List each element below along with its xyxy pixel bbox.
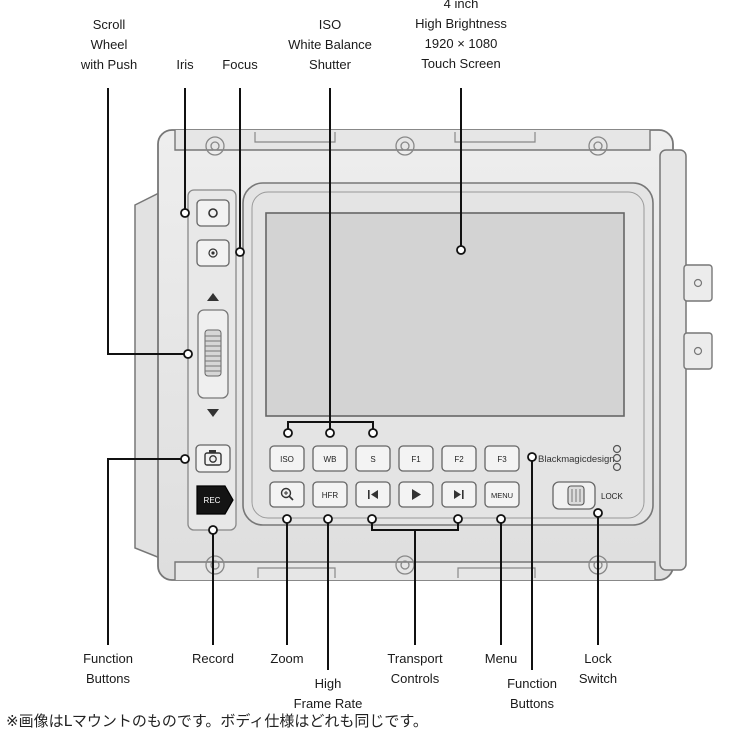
skip-back-icon xyxy=(368,490,378,499)
button-iso-label: ISO xyxy=(280,455,294,464)
label-record: Record xyxy=(192,651,234,666)
skip-forward-button[interactable] xyxy=(441,481,477,508)
button-f2-label: F2 xyxy=(454,455,464,464)
callout-dots xyxy=(180,208,603,535)
zoom-icon xyxy=(280,487,292,499)
label-iris: Iris xyxy=(176,57,194,72)
play-icon xyxy=(412,489,421,500)
brand-label: Blackmagicdesign xyxy=(538,454,615,465)
hfr-button[interactable]: HFR xyxy=(312,481,348,508)
record-button-label: REC xyxy=(204,496,221,505)
callout-lines xyxy=(107,88,599,670)
function-button-camera[interactable] xyxy=(195,444,231,473)
label-function-buttons-left: Function Buttons xyxy=(83,651,133,686)
scroll-up-icon xyxy=(207,293,219,301)
skip-back-button[interactable] xyxy=(355,481,391,508)
skip-forward-icon xyxy=(454,490,464,499)
label-focus: Focus xyxy=(222,57,258,72)
lock-label: LOCK xyxy=(601,492,623,501)
camera-icon xyxy=(204,450,222,466)
mount-top xyxy=(683,264,713,302)
button-f1[interactable]: F1 xyxy=(398,445,434,472)
button-wb[interactable]: WB xyxy=(312,445,348,472)
button-iso[interactable]: ISO xyxy=(269,445,305,472)
hfr-button-label: HFR xyxy=(322,491,339,500)
label-zoom: Zoom xyxy=(270,651,304,666)
label-high-frame-rate: High Frame Rate xyxy=(293,676,363,711)
screen-panel-inner xyxy=(251,191,645,519)
button-f1-label: F1 xyxy=(411,455,421,464)
button-f3[interactable]: F3 xyxy=(484,445,520,472)
menu-button[interactable]: MENU xyxy=(484,481,520,508)
button-wb-label: WB xyxy=(324,455,337,464)
button-f3-label: F3 xyxy=(497,455,507,464)
label-touch-screen: 4 inch High Brightness 1920 × 1080 Touch… xyxy=(415,0,507,71)
button-shutter-label: S xyxy=(370,455,375,464)
label-function-buttons-right: Function Buttons xyxy=(507,676,557,711)
top-screw-holes xyxy=(205,136,608,156)
mount-bottom xyxy=(683,332,713,370)
label-menu: Menu xyxy=(484,651,518,666)
label-scroll-wheel: Scroll Wheel with Push xyxy=(80,17,138,72)
play-button[interactable] xyxy=(398,481,434,508)
record-button[interactable]: REC xyxy=(196,485,234,515)
label-lock-switch: Lock Switch xyxy=(578,651,618,686)
lock-switch[interactable] xyxy=(552,481,596,510)
button-shutter[interactable]: S xyxy=(355,445,391,472)
menu-button-label: MENU xyxy=(491,491,513,500)
touch-screen[interactable] xyxy=(265,212,625,417)
footnote: ※画像はLマウントのものです。ボディ仕様はどれも同じです。 xyxy=(6,712,428,730)
scroll-down-icon xyxy=(207,409,219,417)
status-led-icons xyxy=(612,444,622,472)
iris-button[interactable] xyxy=(196,199,230,227)
label-transport-controls: Transport Controls xyxy=(387,651,443,686)
right-edge xyxy=(659,149,687,571)
zoom-button[interactable] xyxy=(269,481,305,508)
button-f2[interactable]: F2 xyxy=(441,445,477,472)
label-iso-wb-shutter: ISO White Balance Shutter xyxy=(288,17,372,72)
